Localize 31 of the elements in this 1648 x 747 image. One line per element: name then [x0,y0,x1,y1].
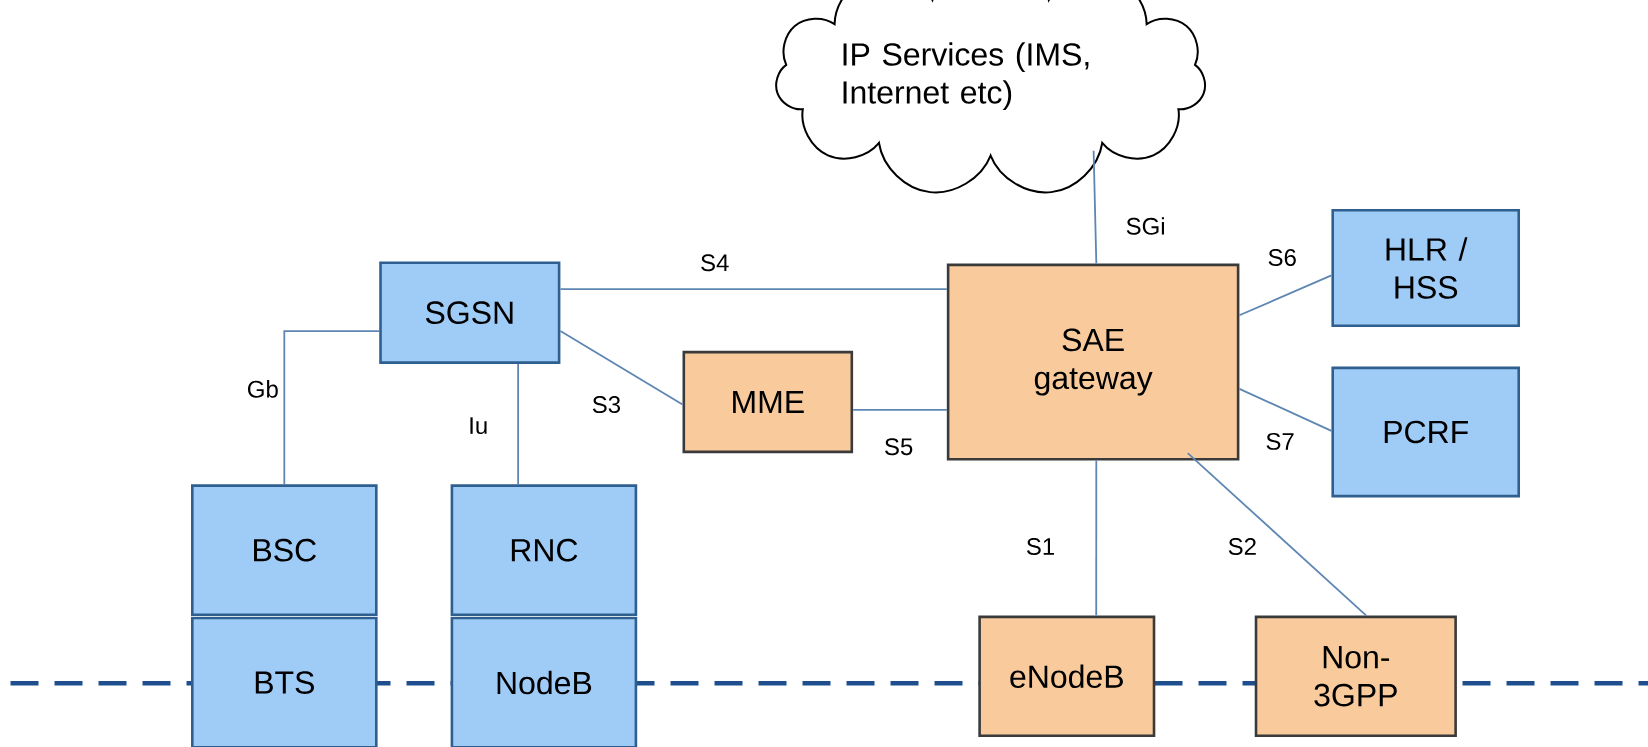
interface-label: S3 [589,394,624,416]
interface-label: S1 [1023,536,1058,557]
network-box: BTS [191,616,378,747]
network-box: MME [682,350,854,454]
network-box: eNodeB [978,615,1156,737]
connector-line [559,288,948,290]
network-box: SGSN [379,261,561,364]
network-box: BSC [191,484,378,617]
network-box: Non-3GPP [1254,615,1457,737]
interface-label: S5 [881,436,916,458]
connector-line [283,330,381,486]
connector-line [852,409,948,411]
interface-label: Iu [466,415,491,437]
connector-line [1238,388,1333,432]
connector-line [517,363,519,486]
network-box: RNC [450,484,638,617]
interface-label: Gb [244,378,281,400]
connector-line [1092,149,1098,265]
interface-label: S4 [698,252,732,274]
interface-label: S7 [1263,430,1297,452]
interface-label: SGi [1123,215,1168,237]
connector-line [559,330,684,406]
network-box: NodeB [450,616,638,747]
connector-line [1186,452,1368,617]
interface-label: S2 [1225,536,1259,557]
network-box: HLR / HSS [1331,208,1520,328]
connector-line [1238,274,1333,317]
gateway-box: SAE gateway [946,263,1240,461]
interface-label: S6 [1265,247,1299,268]
connector-line [1095,459,1098,617]
network-box: PCRF [1331,366,1520,498]
